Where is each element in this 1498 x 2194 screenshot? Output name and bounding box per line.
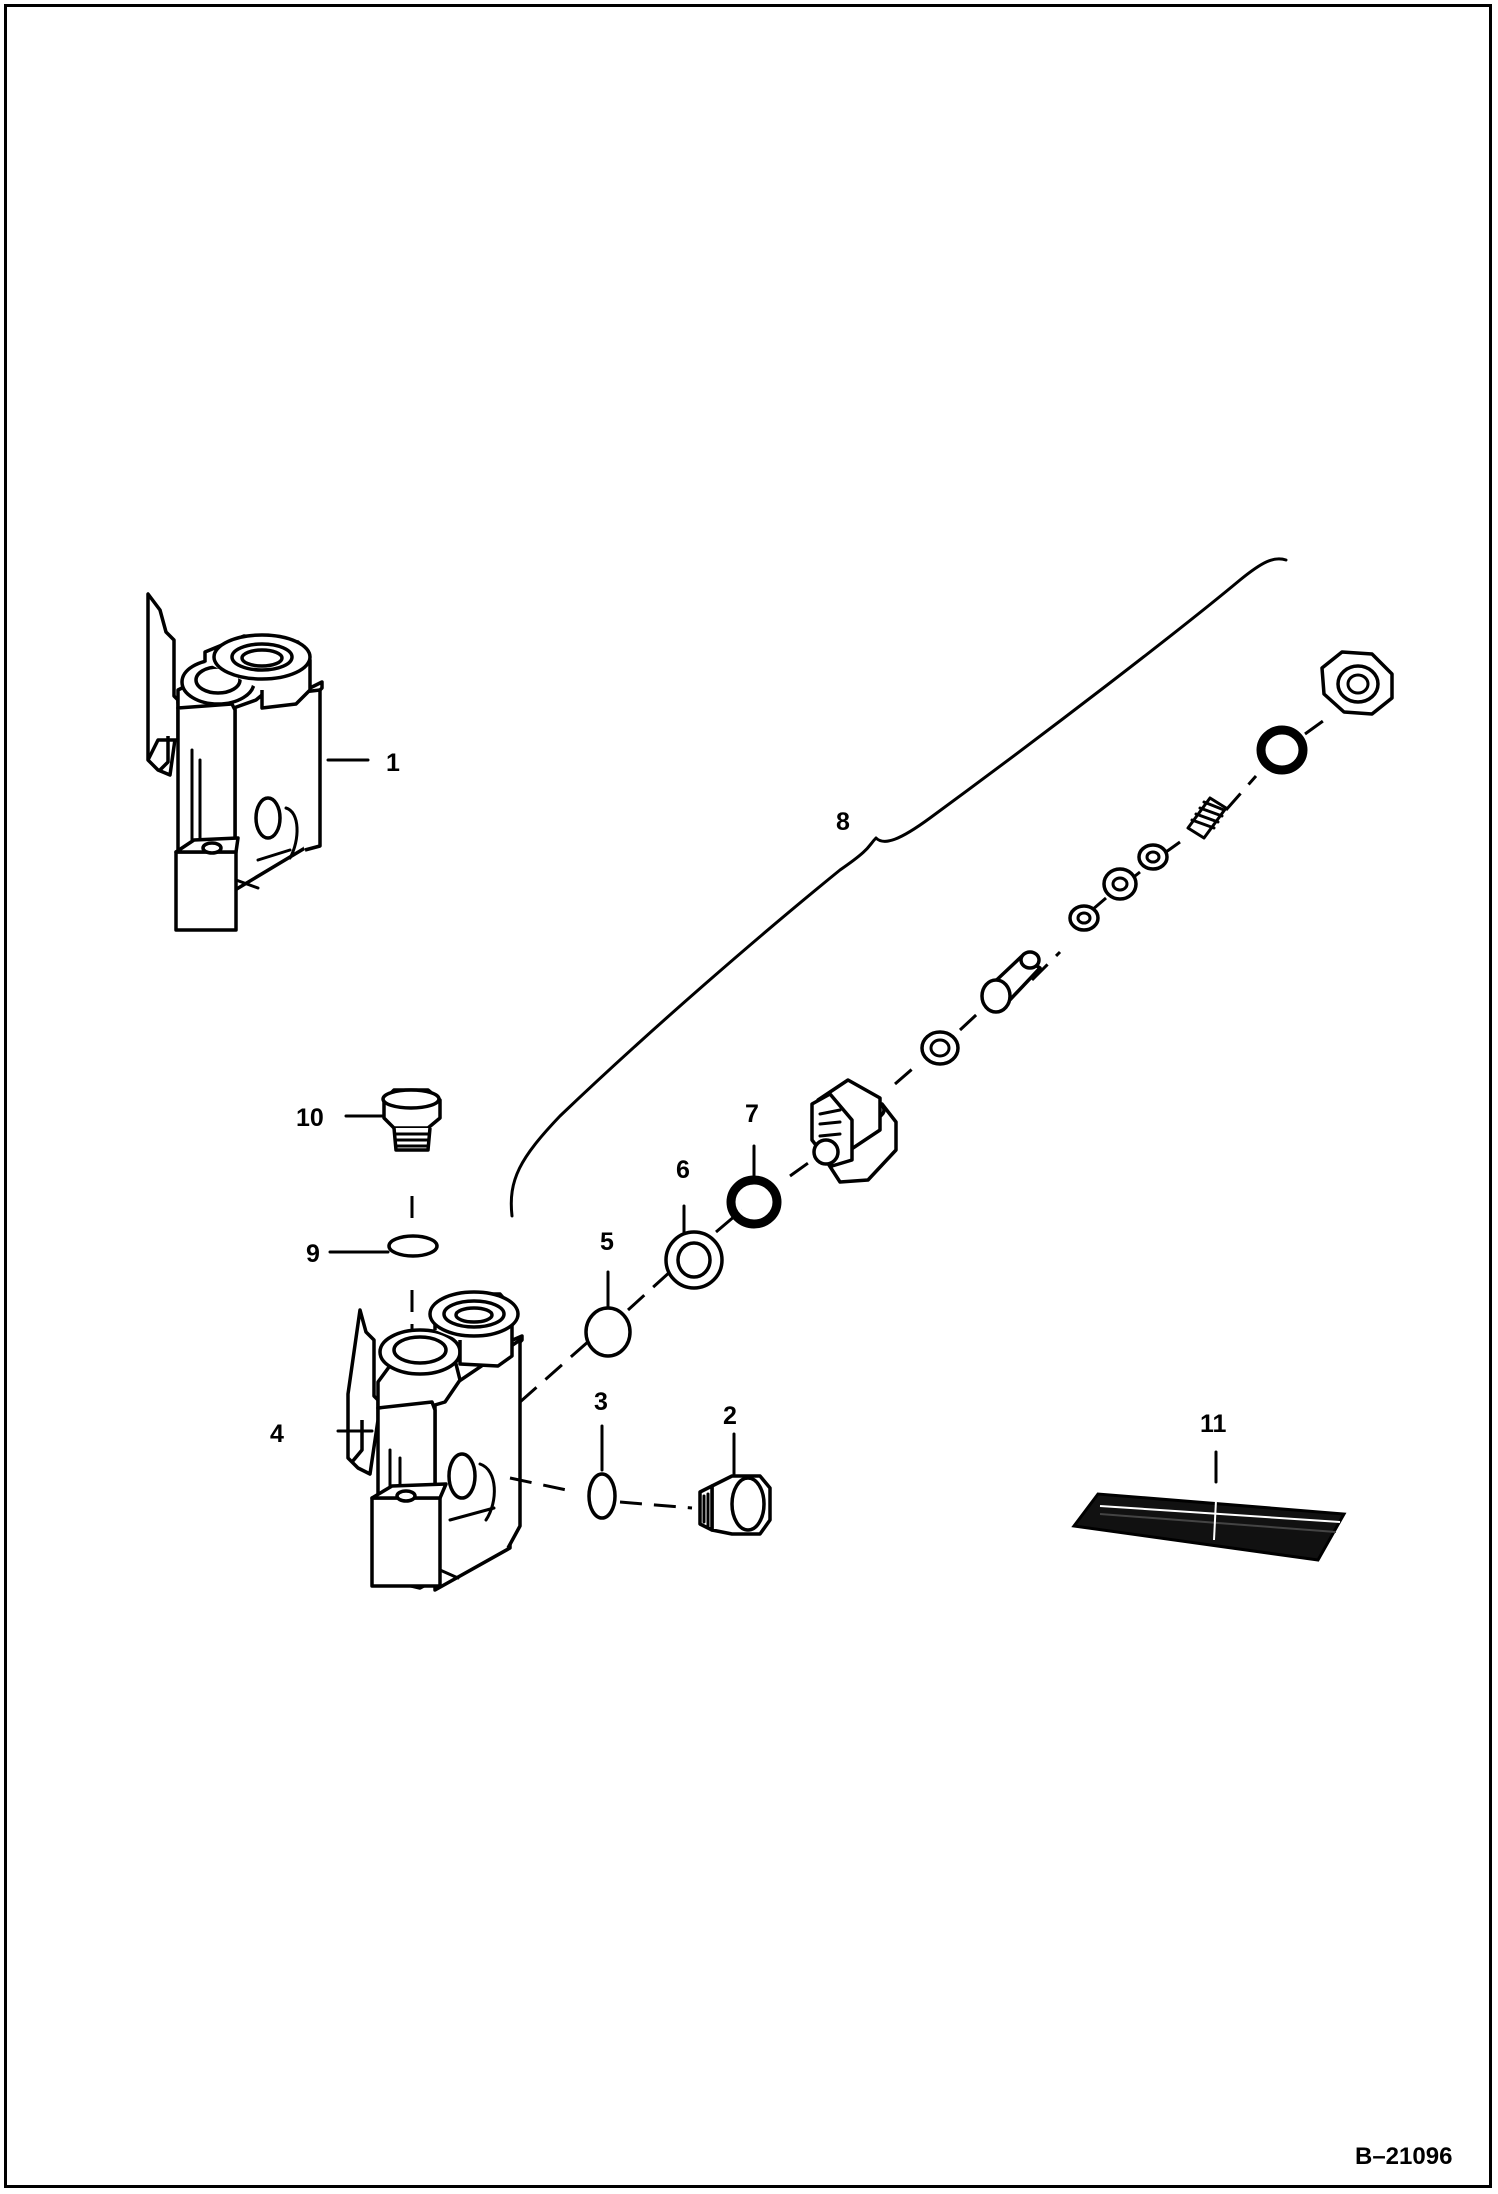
- adjusting-nut: [1320, 650, 1394, 716]
- o-ring-5: [584, 1306, 632, 1358]
- callout-1: 1: [386, 749, 400, 777]
- callout-8: 8: [836, 808, 850, 836]
- decal-11: [1071, 1492, 1347, 1562]
- o-ring-9: [387, 1234, 439, 1258]
- callout-3: 3: [594, 1388, 608, 1416]
- o-ring-3: [587, 1472, 617, 1520]
- group-brace-8: [509, 557, 1288, 1218]
- plug-2: [698, 1474, 772, 1536]
- assembly-axis-lines: [410, 714, 1331, 1510]
- callout-5: 5: [600, 1228, 614, 1256]
- poppet: [980, 950, 1042, 1014]
- callout-6: 6: [676, 1156, 690, 1184]
- backup-ring-6: [664, 1230, 724, 1290]
- relief-cartridge: [810, 1078, 898, 1184]
- callout-4: 4: [270, 1420, 284, 1448]
- seal-ring-a: [920, 1030, 960, 1066]
- o-ring-top: [1256, 725, 1308, 775]
- callout-7: 7: [745, 1100, 759, 1128]
- leader-lines: [326, 758, 1218, 1484]
- diagram-frame: [4, 4, 1492, 2188]
- callout-11: 11: [1200, 1410, 1227, 1438]
- reference-code: B–21096: [1355, 2143, 1452, 2170]
- callout-9: 9: [306, 1240, 320, 1268]
- seal-ring-c: [1102, 867, 1138, 901]
- valve-housing-4: [346, 1290, 524, 1592]
- plug-10: [381, 1088, 442, 1152]
- spring: [1186, 796, 1228, 840]
- seal-ring-d: [1137, 843, 1169, 871]
- callout-10: 10: [296, 1104, 324, 1132]
- callout-2: 2: [723, 1402, 737, 1430]
- valve-section-1: [146, 592, 324, 932]
- seal-ring-b: [1068, 904, 1100, 932]
- o-ring-7: [726, 1175, 782, 1229]
